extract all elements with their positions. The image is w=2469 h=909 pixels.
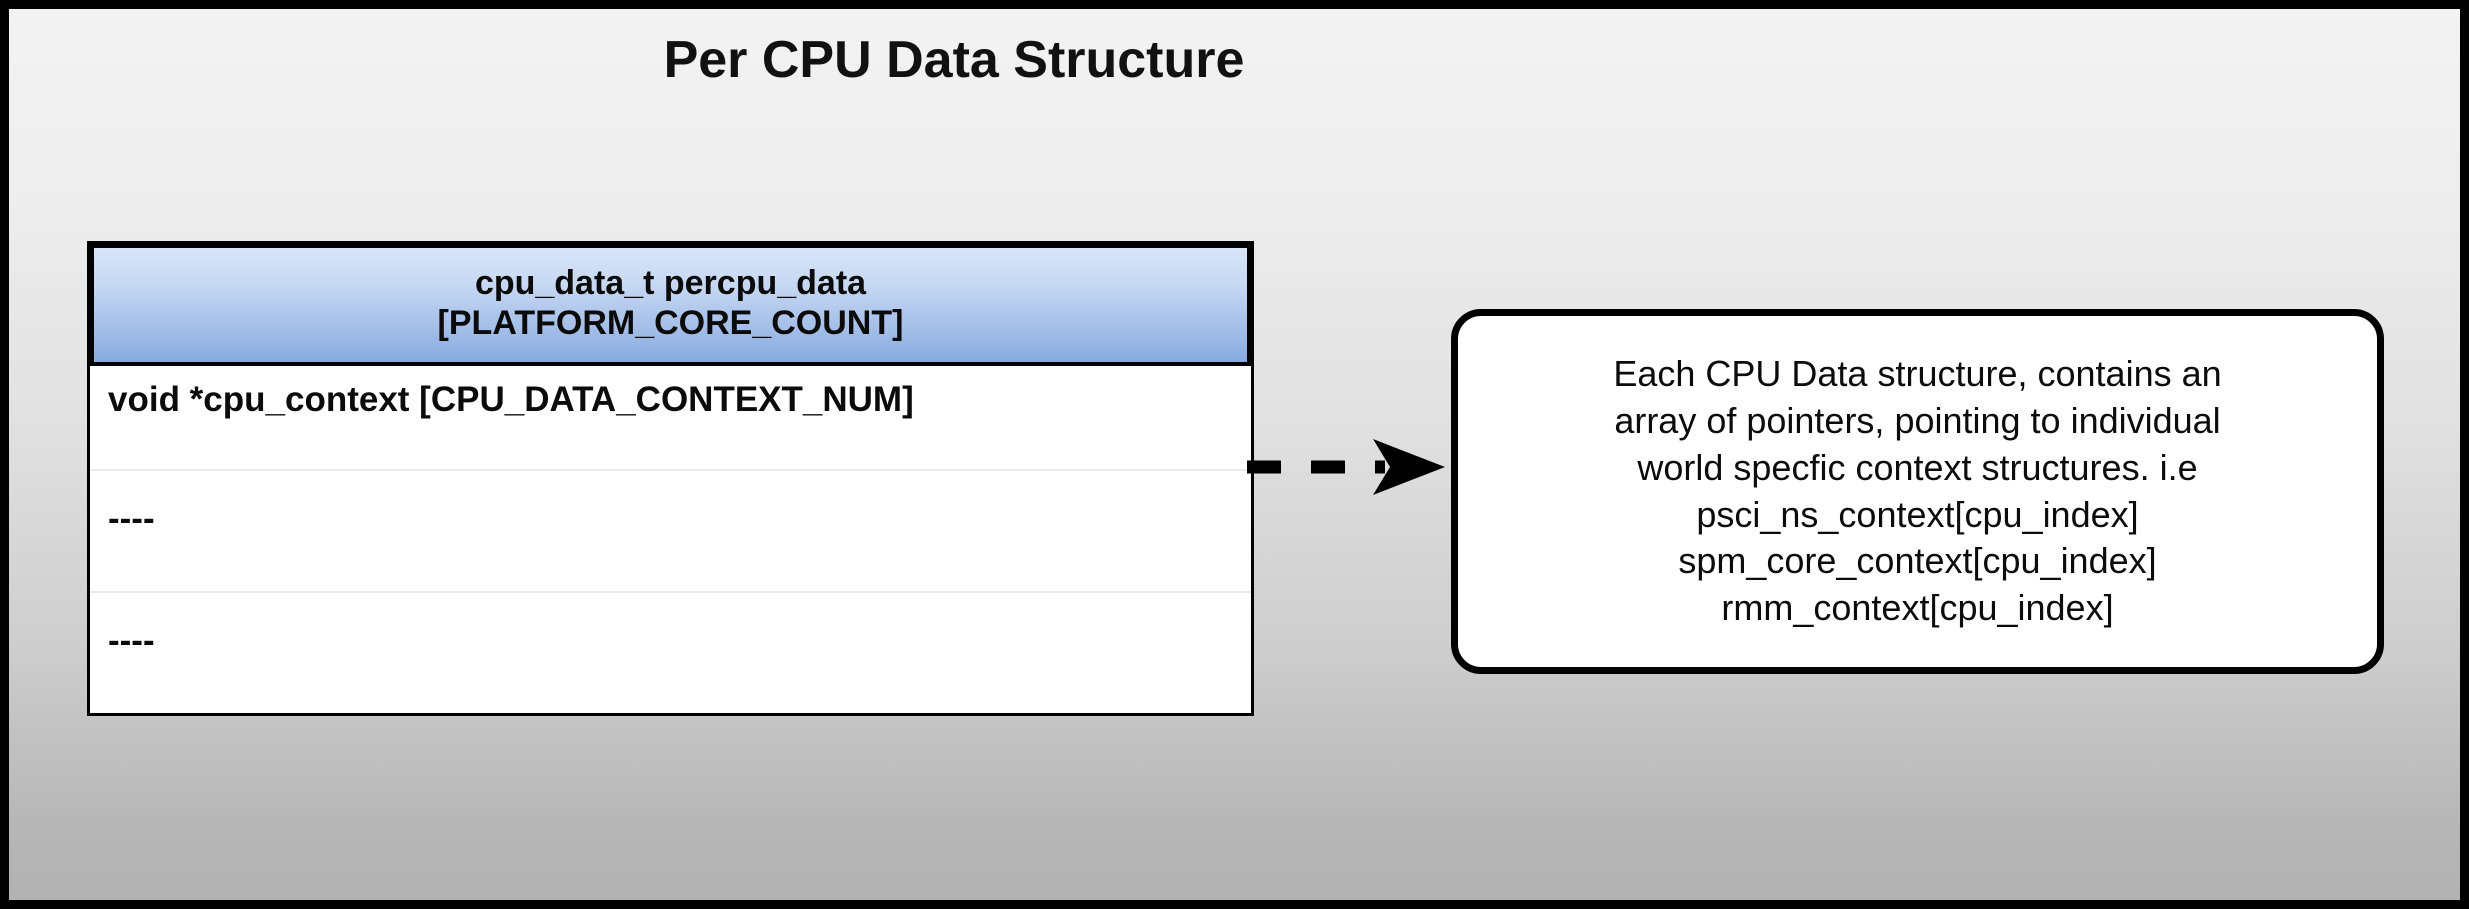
struct-table-row: ----	[90, 590, 1251, 713]
percpu-data-struct-table: cpu_data_t percpu_data [PLATFORM_CORE_CO…	[87, 241, 1254, 716]
page-title: Per CPU Data Structure	[663, 31, 1245, 89]
callout-box: Each CPU Data structure, contains an arr…	[1451, 309, 2384, 674]
struct-table-row: void *cpu_context [CPU_DATA_CONTEXT_NUM]	[108, 379, 914, 419]
struct-header-line-2: [PLATFORM_CORE_COUNT]	[437, 303, 904, 342]
dashed-arrow-connector	[1247, 437, 1447, 497]
callout-text: Each CPU Data structure, contains an arr…	[1613, 353, 2222, 629]
struct-table-row: ----	[90, 468, 1251, 591]
struct-table-header: cpu_data_t percpu_data [PLATFORM_CORE_CO…	[90, 244, 1251, 366]
struct-header-line-1: cpu_data_t percpu_data	[474, 264, 867, 302]
dashed-arrow-icon	[1247, 439, 1445, 495]
